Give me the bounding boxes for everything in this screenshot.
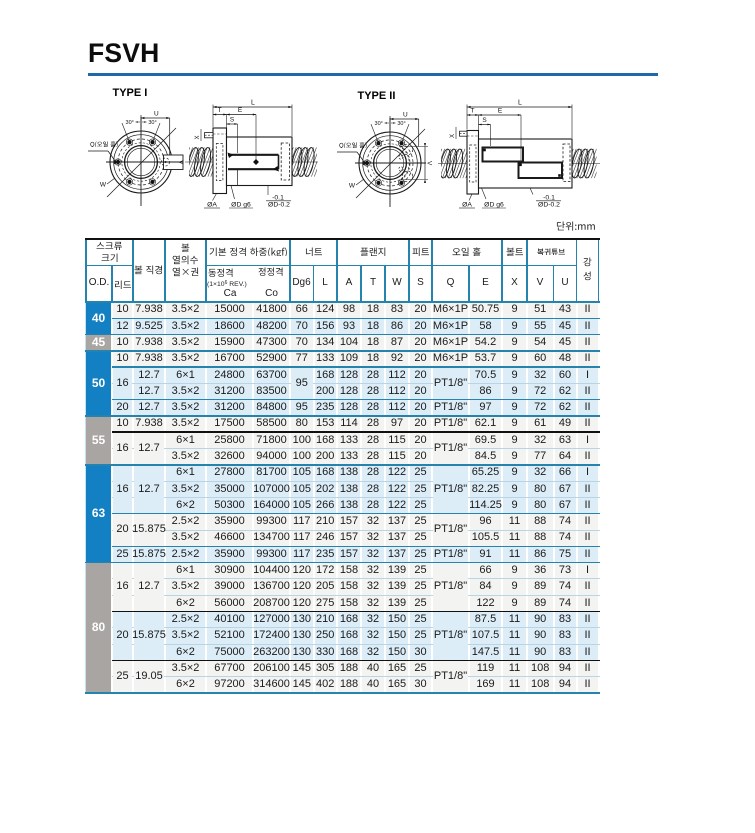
svg-text:ØD-0.2: ØD-0.2 xyxy=(268,202,290,209)
svg-text:L: L xyxy=(251,100,255,107)
svg-text:ØA: ØA xyxy=(207,202,217,209)
svg-text:E: E xyxy=(498,108,503,115)
svg-text:30°: 30° xyxy=(148,120,156,126)
svg-text:ØD g6: ØD g6 xyxy=(484,202,504,209)
svg-text:W: W xyxy=(100,182,107,189)
svg-text:W: W xyxy=(349,183,356,190)
svg-text:ØD g6: ØD g6 xyxy=(231,202,251,209)
svg-text:V: V xyxy=(177,160,184,165)
svg-text:-0.1: -0.1 xyxy=(543,195,555,202)
svg-text:X: X xyxy=(450,134,456,138)
svg-text:V: V xyxy=(426,161,433,166)
svg-text:S: S xyxy=(482,117,487,124)
svg-text:U: U xyxy=(154,111,159,118)
svg-text:30°: 30° xyxy=(126,120,134,126)
svg-text:ØA: ØA xyxy=(462,202,472,209)
svg-text:30°: 30° xyxy=(397,121,405,127)
svg-text:T: T xyxy=(218,107,222,114)
svg-text:E: E xyxy=(238,107,243,114)
svg-text:-0.1: -0.1 xyxy=(272,195,284,202)
svg-text:30°: 30° xyxy=(375,121,383,127)
svg-text:X: X xyxy=(195,135,201,139)
svg-text:U: U xyxy=(403,112,408,119)
svg-text:L: L xyxy=(518,100,522,107)
svg-text:T: T xyxy=(471,108,475,115)
svg-text:S: S xyxy=(230,117,235,124)
svg-text:ØD-0.2: ØD-0.2 xyxy=(538,202,560,209)
